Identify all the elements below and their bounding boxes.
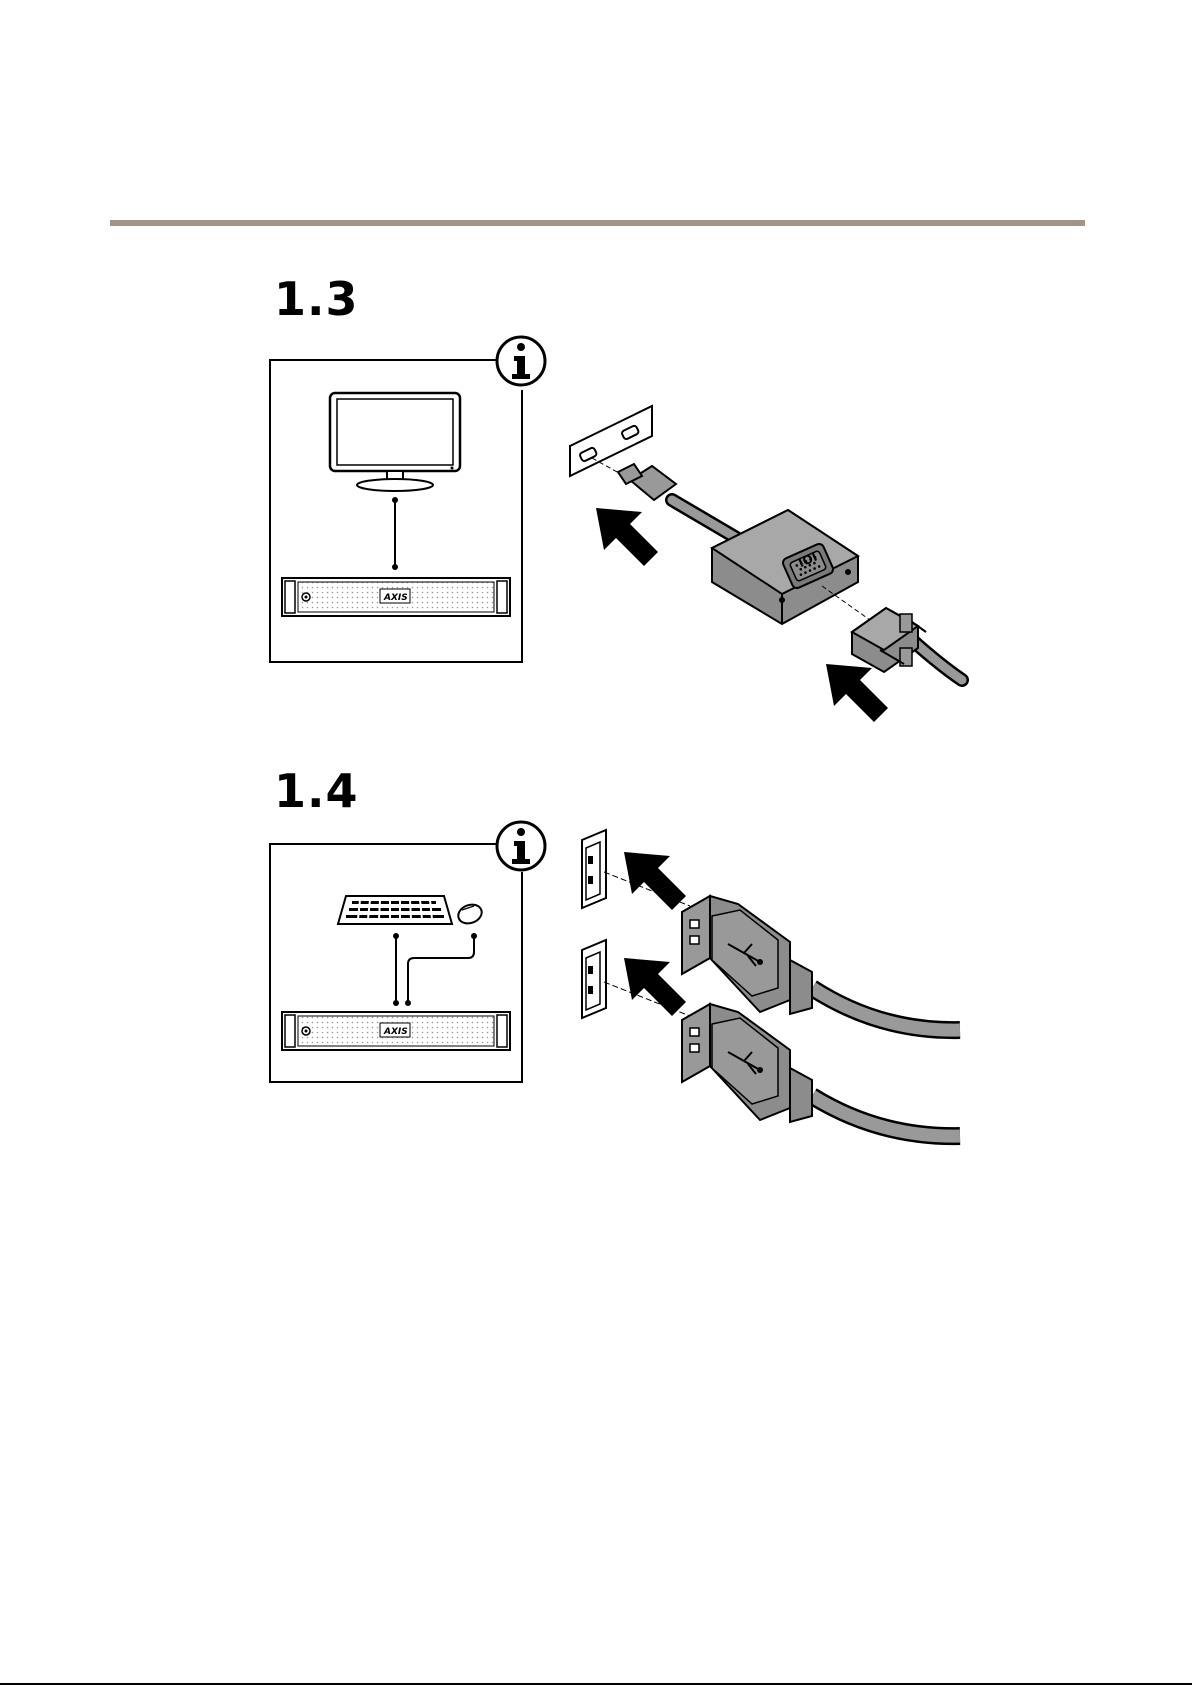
server-logo: AXIS [383,593,408,603]
hdmi-cable [618,464,740,540]
hdmi-port-icon [570,406,652,476]
monitor-cable [392,497,398,570]
arrow-icon [624,958,686,1016]
arrow-icon [826,664,888,722]
monitor-icon [330,393,460,491]
arrow-icon [596,508,658,566]
usb-port-icon [582,830,606,908]
keyboard-mouse-cables [393,933,477,1006]
usb-plug-icon [682,1004,812,1122]
usb-plug-icon [682,896,812,1014]
server-logo: AXIS [383,1027,408,1037]
usb-cable [812,988,960,1030]
info-icon [497,822,545,870]
hdmi-to-vga-adapter-icon: IOI [712,510,858,624]
arrow-icon [624,852,686,910]
usb-cable [812,1096,960,1136]
server-icon: AXIS [282,1012,510,1050]
info-icon [497,337,545,385]
keyboard-icon [338,896,452,924]
usb-port-icon [582,940,606,1018]
server-icon: AXIS [282,578,510,616]
mouse-icon [456,901,485,926]
